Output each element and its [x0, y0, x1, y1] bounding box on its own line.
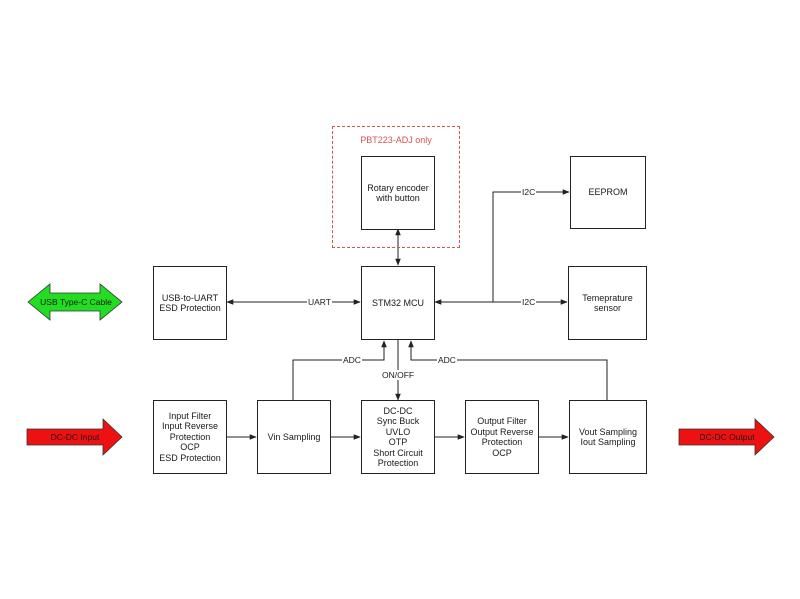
usb-uart-label: USB-to-UART ESD Protection — [159, 292, 221, 314]
optional-group-title: PBT223-ADJ only — [360, 135, 432, 145]
input-filter-label: Input Filter Input Reverse Protection OC… — [159, 410, 221, 463]
usb-cable-arrow — [27, 283, 123, 321]
vout-sampling-label: Vout Sampling Iout Sampling — [578, 426, 638, 448]
usb-cable-label: USB Type-C Cable — [40, 297, 112, 307]
mcu-block: STM32 MCU — [361, 266, 435, 340]
adc-left-label: ADC — [342, 355, 362, 365]
output-filter-block: Output Filter Output Reverse Protection … — [465, 400, 539, 474]
temperature-sensor-block: Temeprature sensor — [568, 266, 647, 340]
input-filter-block: Input Filter Input Reverse Protection OC… — [153, 400, 227, 474]
vout-sampling-block: Vout Sampling Iout Sampling — [569, 400, 647, 474]
dc-input-arrow — [26, 418, 123, 456]
optional-group-frame — [332, 126, 460, 248]
vin-sampling-label: Vin Sampling — [267, 431, 321, 442]
dc-output-label: DC-DC Output — [699, 432, 755, 442]
adc-right-label: ADC — [437, 355, 457, 365]
rotary-encoder-block: Rotary encoder with button — [361, 156, 435, 230]
i2c-eeprom-link — [492, 189, 570, 302]
adc-vout-link — [408, 340, 608, 400]
dcdc-label: DC-DC Sync Buck UVLO OTP Short Circuit P… — [373, 405, 423, 469]
eeprom-label: EEPROM — [588, 187, 628, 198]
adc-vin-link — [292, 340, 387, 400]
mcu-label: STM32 MCU — [371, 297, 424, 308]
vin-sampling-block: Vin Sampling — [257, 400, 331, 474]
i2c-temp-label: I2C — [521, 297, 537, 307]
dc-output-arrow — [678, 418, 775, 456]
eeprom-block: EEPROM — [570, 156, 646, 229]
rotary-encoder-label: Rotary encoder with button — [367, 182, 429, 204]
i2c-eeprom-label: I2C — [521, 187, 537, 197]
temperature-sensor-label: Temeprature sensor — [582, 292, 633, 314]
usb-uart-block: USB-to-UART ESD Protection — [153, 266, 227, 340]
onoff-label: ON/OFF — [381, 370, 416, 380]
output-filter-label: Output Filter Output Reverse Protection … — [470, 416, 534, 458]
uart-label: UART — [307, 297, 332, 307]
dcdc-block: DC-DC Sync Buck UVLO OTP Short Circuit P… — [361, 400, 435, 474]
dc-input-label: DC-DC Input — [50, 432, 100, 442]
